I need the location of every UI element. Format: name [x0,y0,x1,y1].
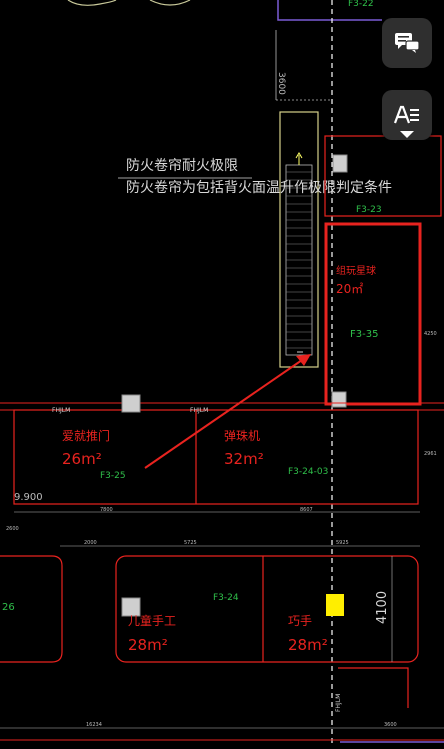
shop-bottom-row [115,555,419,663]
dim-side-b: 2961 [424,451,437,457]
room2-name: 爱就推门 [62,428,110,443]
column-4 [121,597,141,617]
escalator-outline [279,111,319,368]
label-f3-26: 26 [2,602,15,613]
label-f3-35: F3-35 [350,329,378,340]
label-f3-24: F3-24 [213,593,239,603]
annotation-line-1: 防火卷帘耐火极限 [126,158,238,174]
dim-row-b-3: 5925 [336,540,349,546]
dim-left-bottom: 9.900 [14,492,43,503]
dim-side-c: 4250 [424,331,437,337]
arrow-up-icon [295,152,303,165]
room4-area: 28m² [128,636,168,654]
marker-yellow [326,594,344,616]
column-2 [331,391,347,408]
text-format-icon [393,105,419,124]
fixture-arc-1 [67,0,117,6]
room5-area: 28m² [288,636,328,654]
room5-name: 巧手 [288,614,312,628]
dim-row-b-1: 2000 [84,540,97,546]
dropdown-caret-icon[interactable] [400,131,414,138]
room3-area: 32m² [224,450,264,468]
fixture-arc-2 [149,0,191,6]
shop-bottom-left [0,555,63,663]
room4-name: 儿童手工 [128,613,176,628]
column-3 [121,394,141,413]
dim-bottom-right: 3600 [384,722,397,728]
room1-area: 20㎡ [336,282,363,296]
arrow-head-icon [296,354,311,366]
room-top-purple [277,0,382,21]
escalator-steps [286,171,312,349]
dim-bottom: 16234 [86,722,102,728]
door-label-3: FHJLM [335,694,342,712]
chat-bubbles-icon [395,33,420,53]
dim-side-a: 2600 [6,526,19,532]
shop-row [13,409,419,505]
door-label-1: FHJLM [52,407,70,414]
chat-button[interactable] [382,18,432,68]
column-1 [332,154,348,173]
pointer-arrow [144,357,306,469]
dim-row-y-1: 7800 [100,507,113,513]
dim-row-b-2: 5725 [184,540,197,546]
dim-row-y-2: 8607 [300,507,313,513]
room-f3-35-highlight[interactable] [324,222,422,406]
label-f3-24-03: F3-24-03 [288,467,328,477]
room2-area: 26m² [62,450,102,468]
dim-4100: 4100 [375,591,390,624]
label-f3-25: F3-25 [100,471,126,481]
wall-bottom-right [338,667,409,708]
room-f3-23 [324,135,442,217]
door-label-2: FHJLM [190,407,208,414]
label-f3-22: F3-22 [348,0,374,9]
annotation-line-2: 防火卷帘为包括背火面温升作极限判定条件 [126,179,392,196]
label-f3-23: F3-23 [356,205,382,215]
dim-top: 3600 [276,72,286,95]
room1-name: 组玩星球 [336,264,376,277]
room3-name: 弹珠机 [224,429,260,443]
